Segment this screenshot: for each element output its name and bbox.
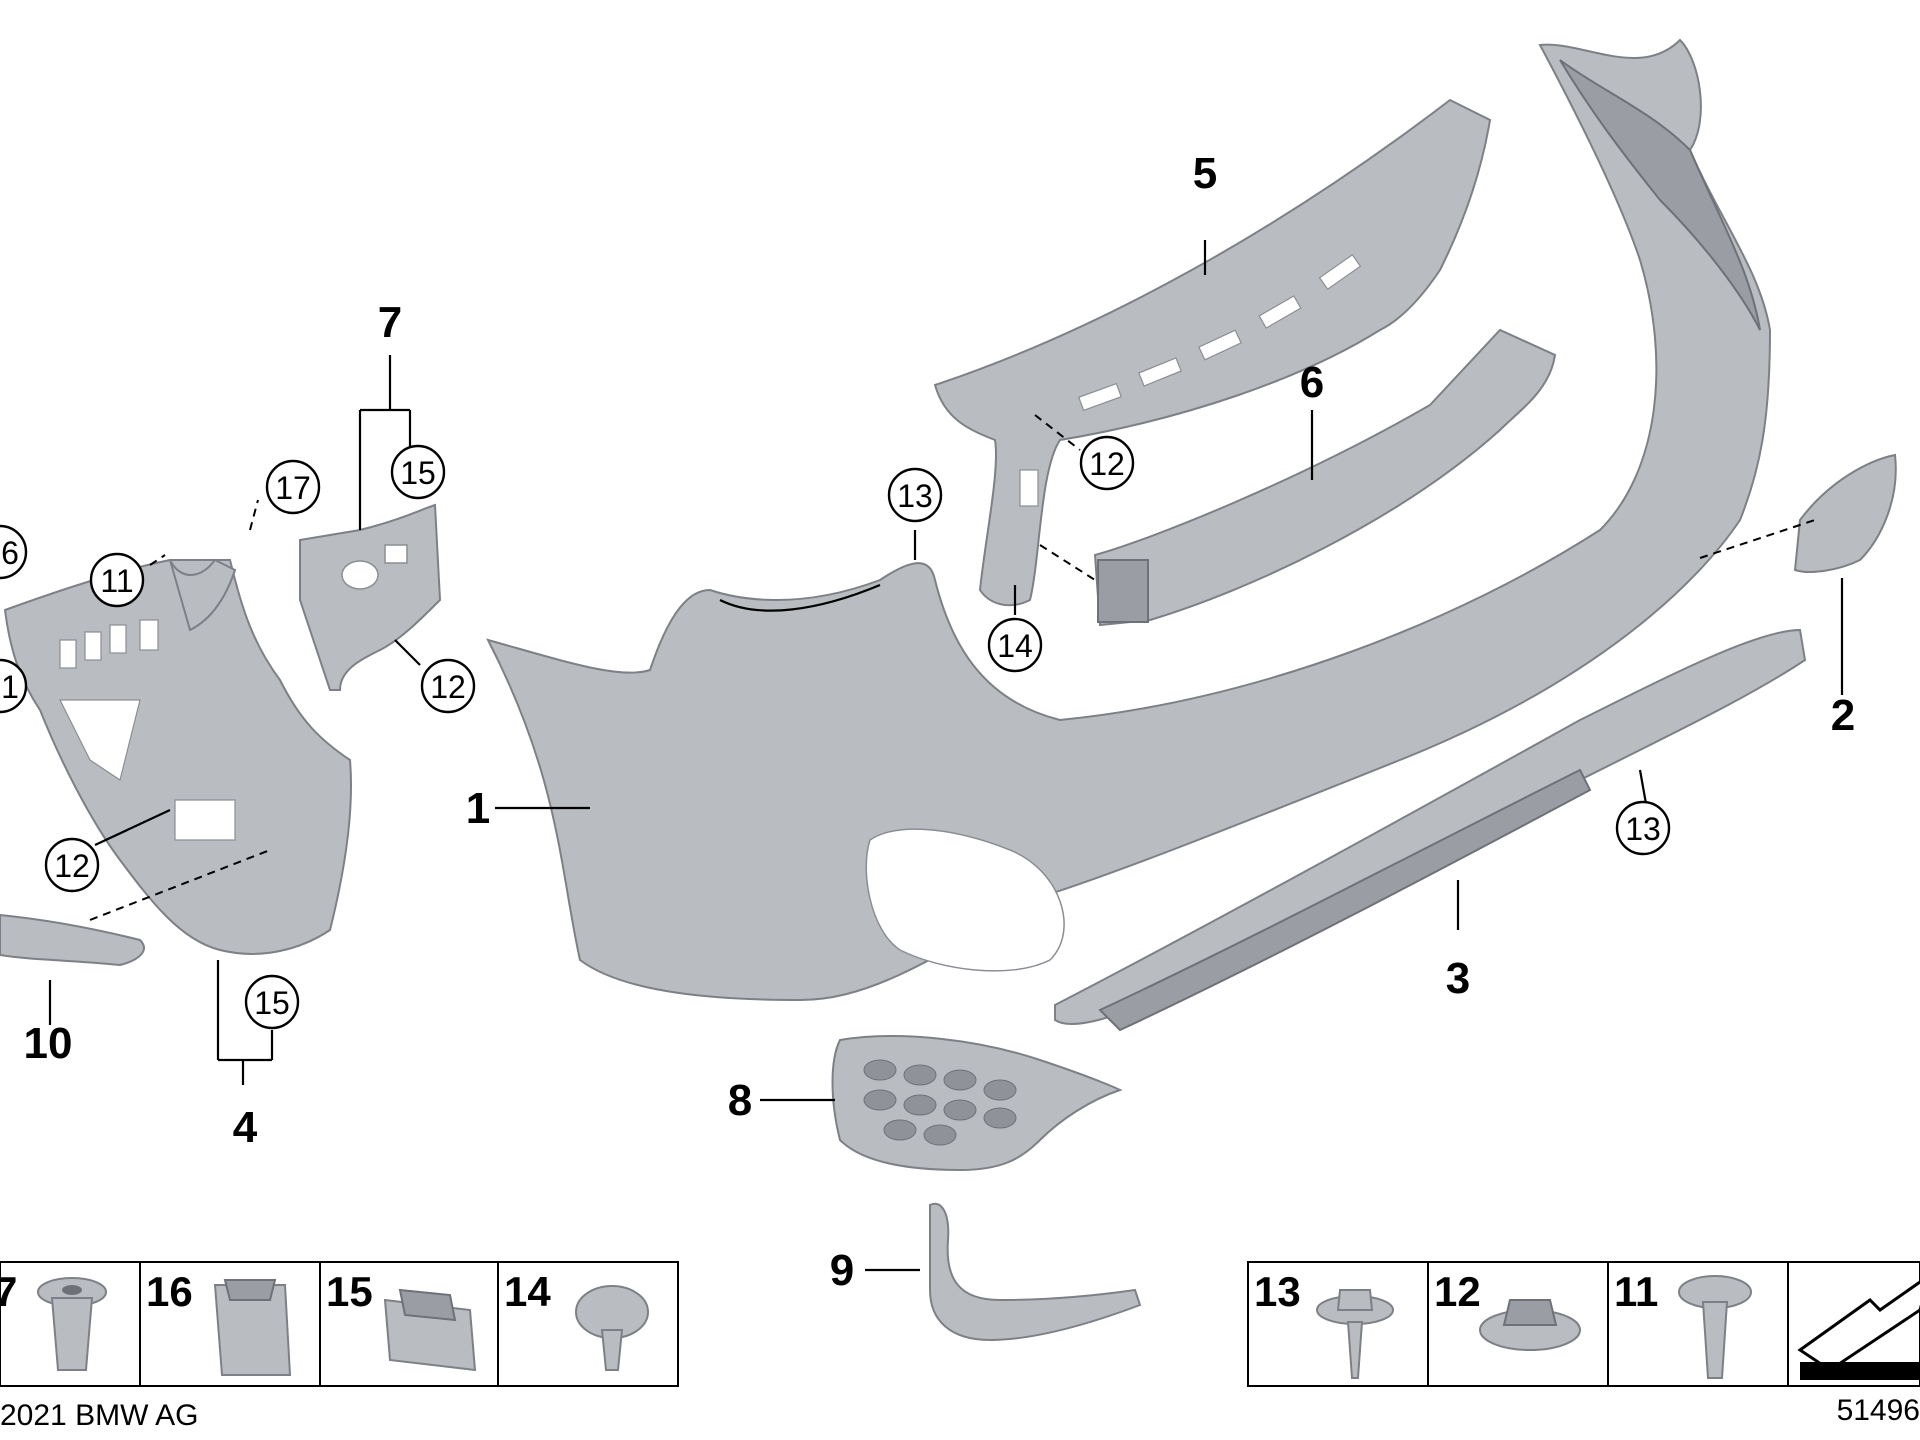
callout-5: 5 bbox=[1193, 149, 1217, 198]
table-left-cell-3: 15 bbox=[326, 1268, 373, 1315]
svg-text:15: 15 bbox=[400, 455, 436, 491]
svg-text:13: 13 bbox=[1625, 811, 1661, 847]
bumper-cover bbox=[486, 38, 1772, 1002]
expanding-rivet-icon bbox=[37, 1277, 107, 1371]
circle-16-edge: 6 bbox=[0, 524, 28, 580]
circle-17: 17 bbox=[265, 459, 321, 515]
table-right-cell-3: 11 bbox=[1614, 1268, 1658, 1315]
push-rivet-icon bbox=[575, 1285, 649, 1371]
collar-bolt-icon bbox=[1316, 1289, 1394, 1379]
table-right-cell-1: 13 bbox=[1254, 1268, 1301, 1315]
callout-6: 6 bbox=[1300, 358, 1324, 407]
circled-callouts: 12 13 14 15 17 11 6 1 bbox=[0, 435, 1671, 1030]
circle-12-grille: 12 bbox=[44, 837, 100, 893]
svg-text:14: 14 bbox=[997, 628, 1033, 664]
side-cover bbox=[1793, 453, 1897, 573]
circle-12-frame: 12 bbox=[1079, 435, 1135, 491]
circle-15-bracket7: 15 bbox=[390, 444, 446, 500]
callout-8: 8 bbox=[728, 1076, 752, 1125]
trim-left bbox=[0, 913, 145, 967]
fastener-table-left: 7 16 15 14 bbox=[0, 1261, 679, 1387]
circle-13-frame: 13 bbox=[887, 467, 943, 523]
callout-3: 3 bbox=[1446, 954, 1470, 1003]
spring-nut-icon bbox=[383, 1288, 477, 1372]
bracket-left bbox=[3, 558, 352, 955]
trim-strip bbox=[929, 1202, 1142, 1342]
table-left-cell-4: 14 bbox=[504, 1268, 551, 1315]
svg-text:1: 1 bbox=[1, 669, 19, 705]
clip-nut-icon bbox=[213, 1279, 292, 1376]
svg-text:13: 13 bbox=[897, 478, 933, 514]
svg-text:12: 12 bbox=[430, 669, 466, 705]
table-left-cell-1: 7 bbox=[0, 1268, 17, 1315]
copyright-text: 2021 BMW AG bbox=[0, 1399, 198, 1432]
table-right-cell-2: 12 bbox=[1434, 1268, 1481, 1315]
callout-2: 2 bbox=[1831, 691, 1855, 740]
lower-carrier bbox=[1093, 328, 1557, 627]
diffuser bbox=[1054, 628, 1807, 1032]
leader-lines bbox=[48, 240, 1844, 1272]
callout-4: 4 bbox=[233, 1103, 258, 1152]
circle-14-frame: 14 bbox=[987, 617, 1043, 673]
orientation-arrow-icon bbox=[1797, 1280, 1920, 1380]
diagram-id: 51496 bbox=[1837, 1394, 1920, 1427]
bracket-7 bbox=[299, 503, 442, 691]
svg-text:17: 17 bbox=[275, 470, 311, 506]
circle-12-bracket7: 12 bbox=[420, 658, 476, 714]
upper-carrier bbox=[933, 98, 1492, 607]
table-left-cell-2: 16 bbox=[146, 1268, 193, 1315]
callout-7: 7 bbox=[378, 298, 402, 347]
callout-9: 9 bbox=[830, 1246, 854, 1295]
fastener-table-right: 13 12 11 bbox=[1247, 1261, 1920, 1387]
svg-text:15: 15 bbox=[254, 985, 290, 1021]
svg-text:11: 11 bbox=[100, 563, 133, 599]
circle-15-bracket4: 15 bbox=[244, 974, 300, 1030]
hex-nut-icon bbox=[1479, 1299, 1581, 1351]
circle-11-edge: 1 bbox=[0, 658, 28, 714]
callout-10: 10 bbox=[24, 1019, 73, 1068]
callout-1: 1 bbox=[466, 784, 490, 833]
svg-text:12: 12 bbox=[1089, 446, 1125, 482]
screw-icon bbox=[1678, 1275, 1752, 1379]
svg-text:6: 6 bbox=[1, 535, 19, 571]
callout-labels: 1 2 3 4 5 6 7 8 9 10 bbox=[24, 149, 1856, 1295]
lower-grille bbox=[831, 1035, 1123, 1172]
svg-text:12: 12 bbox=[54, 848, 90, 884]
circle-11: 11 bbox=[89, 552, 145, 608]
circle-13-diffuser: 13 bbox=[1615, 800, 1671, 856]
